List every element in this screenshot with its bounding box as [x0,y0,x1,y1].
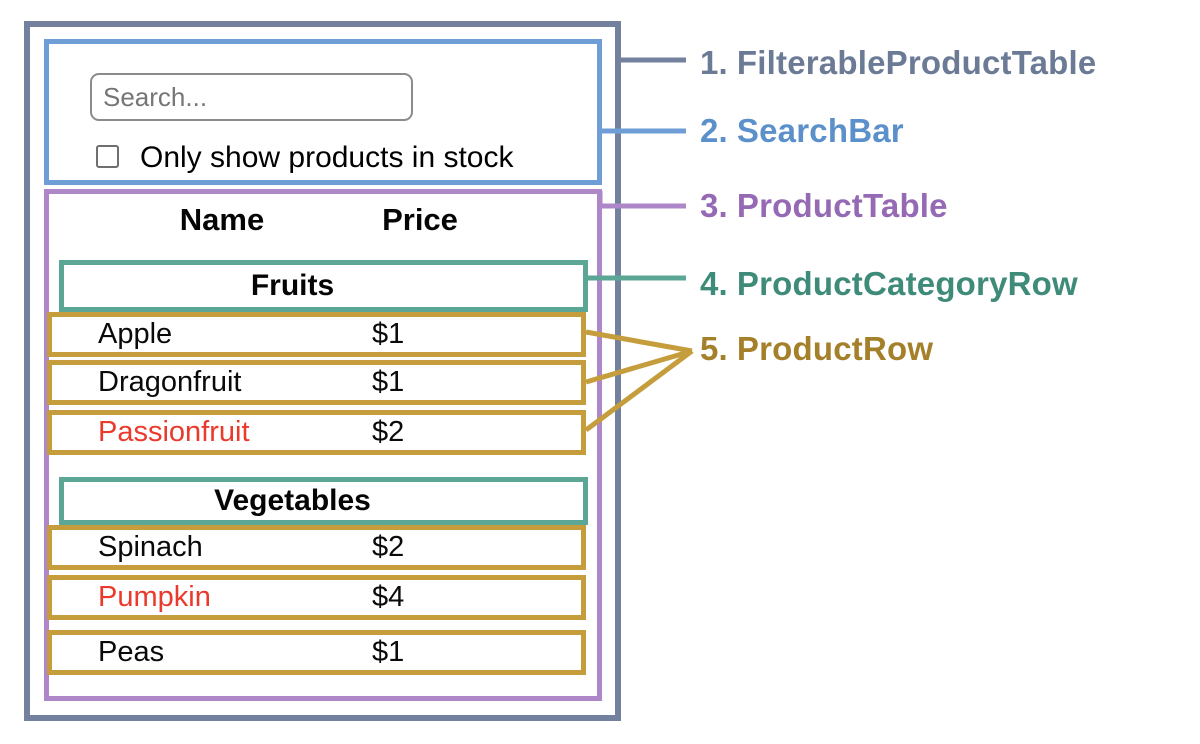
product-name: Peas [98,636,165,668]
product-price: $2 [372,416,405,448]
legend-search-bar: 2.SearchBar [700,110,904,152]
search-input[interactable]: Search... [90,73,413,121]
legend-product-category-row: 4.ProductCategoryRow [700,263,1078,305]
column-header-name: Name [179,202,265,237]
legend-number: 2. [700,112,728,149]
legend-label: ProductRow [736,330,934,367]
legend-number: 5. [700,330,728,367]
product-name: Passionfruit [98,416,250,448]
legend-number: 3. [700,187,728,224]
product-row-pumpkin: Pumpkin $4 [47,575,586,620]
legend-number: 1. [700,44,728,81]
search-bar-box: Search... Only show products in stock [44,39,602,185]
legend-product-row: 5.ProductRow [700,328,933,370]
product-name: Apple [98,318,173,350]
legend-label: ProductTable [736,187,948,224]
legend-label: FilterableProductTable [736,44,1097,81]
product-price: $2 [372,531,405,563]
product-name: Dragonfruit [98,366,242,398]
table-header-row: Name Price [49,198,597,242]
product-price: $1 [372,366,405,398]
product-table-box: Name Price Fruits Apple $1 Dragonfruit $… [44,189,602,701]
product-row-passionfruit: Passionfruit $2 [47,410,586,455]
product-price: $1 [372,636,405,668]
product-name: Pumpkin [98,581,211,613]
legend-label: ProductCategoryRow [736,265,1078,302]
in-stock-checkbox-label: Only show products in stock [140,141,514,174]
product-name: Spinach [98,531,203,563]
product-row-dragonfruit: Dragonfruit $1 [47,360,586,405]
product-row-spinach: Spinach $2 [47,525,586,570]
filterable-product-table-box: Search... Only show products in stock Na… [24,21,621,721]
legend-product-table: 3.ProductTable [700,185,948,227]
product-category-row-vegetables: Vegetables [59,477,588,525]
legend-filterable-product-table: 1.FilterableProductTable [700,42,1096,84]
product-price: $4 [372,581,405,613]
in-stock-checkbox[interactable] [96,145,119,168]
product-row-apple: Apple $1 [47,312,586,357]
column-header-price: Price [382,202,458,237]
product-row-peas: Peas $1 [47,630,586,675]
legend-label: SearchBar [736,112,904,149]
product-price: $1 [372,318,405,350]
legend-number: 4. [700,265,728,302]
product-category-row-fruits: Fruits [59,260,588,312]
